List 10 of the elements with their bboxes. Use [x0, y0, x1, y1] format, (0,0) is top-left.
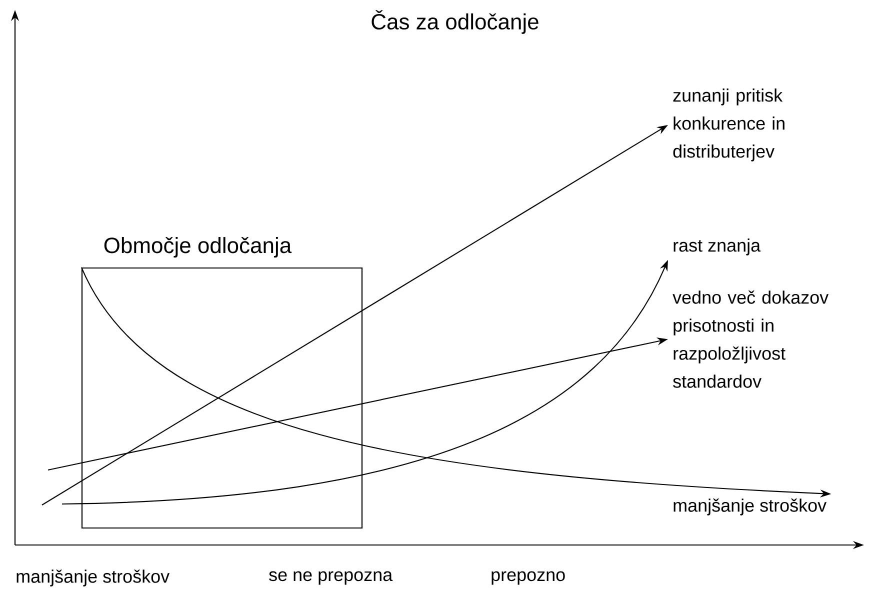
decision-area-box: Območje odločanja: [81, 236, 363, 529]
axis-title: Čas za odločanje: [372, 10, 538, 34]
node-label: Območje odločanja: [104, 236, 292, 258]
axis-label: prepozno: [492, 571, 565, 585]
curve-label: manjšanje stroškov: [674, 498, 826, 516]
axis-label: manjšanje stroškov: [16, 570, 170, 586]
axis-label: se ne prepozna: [269, 571, 393, 585]
curve-label: vedno več dokazov prisotnosti in razpoložljivost standardov: [672, 290, 829, 388]
curve-label: rast znanja: [674, 238, 761, 256]
curve-label: zunanji pritisk konkurence in distributerjev: [673, 88, 784, 162]
